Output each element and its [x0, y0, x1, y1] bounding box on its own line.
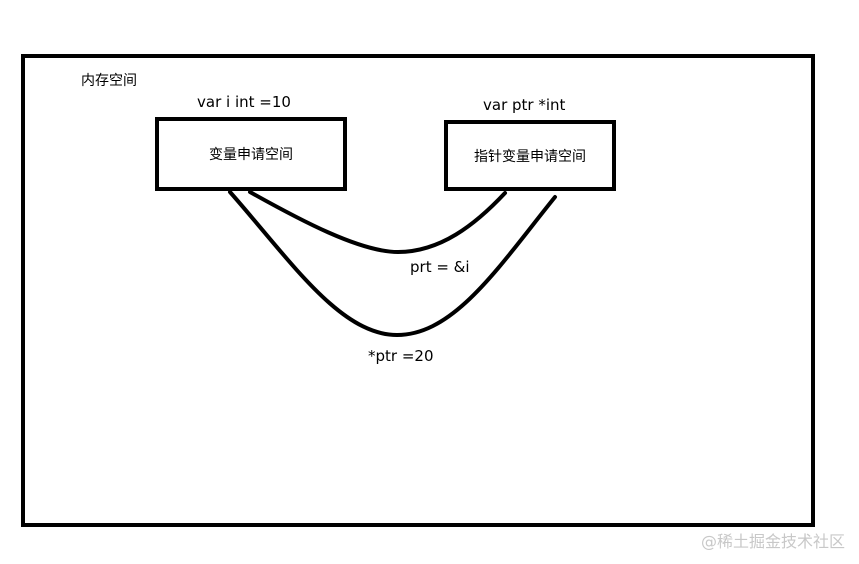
pointer-box: 指针变量申请空间	[444, 120, 616, 191]
pointer-box-label: 指针变量申请空间	[474, 148, 586, 165]
pointer-declaration-label: var ptr *int	[483, 96, 566, 114]
var-declaration-label: var i int =10	[197, 93, 291, 111]
dereference-assign-label: *ptr =20	[368, 347, 434, 365]
variable-box: 变量申请空间	[155, 117, 347, 191]
memory-space-frame	[21, 54, 815, 527]
deref-curve	[228, 190, 557, 338]
variable-box-label: 变量申请空间	[209, 147, 293, 163]
assign-curve	[248, 190, 507, 255]
memory-space-label: 内存空间	[81, 73, 137, 89]
watermark: @稀土掘金技术社区	[700, 532, 845, 551]
address-assign-label: prt = &i	[410, 258, 470, 276]
